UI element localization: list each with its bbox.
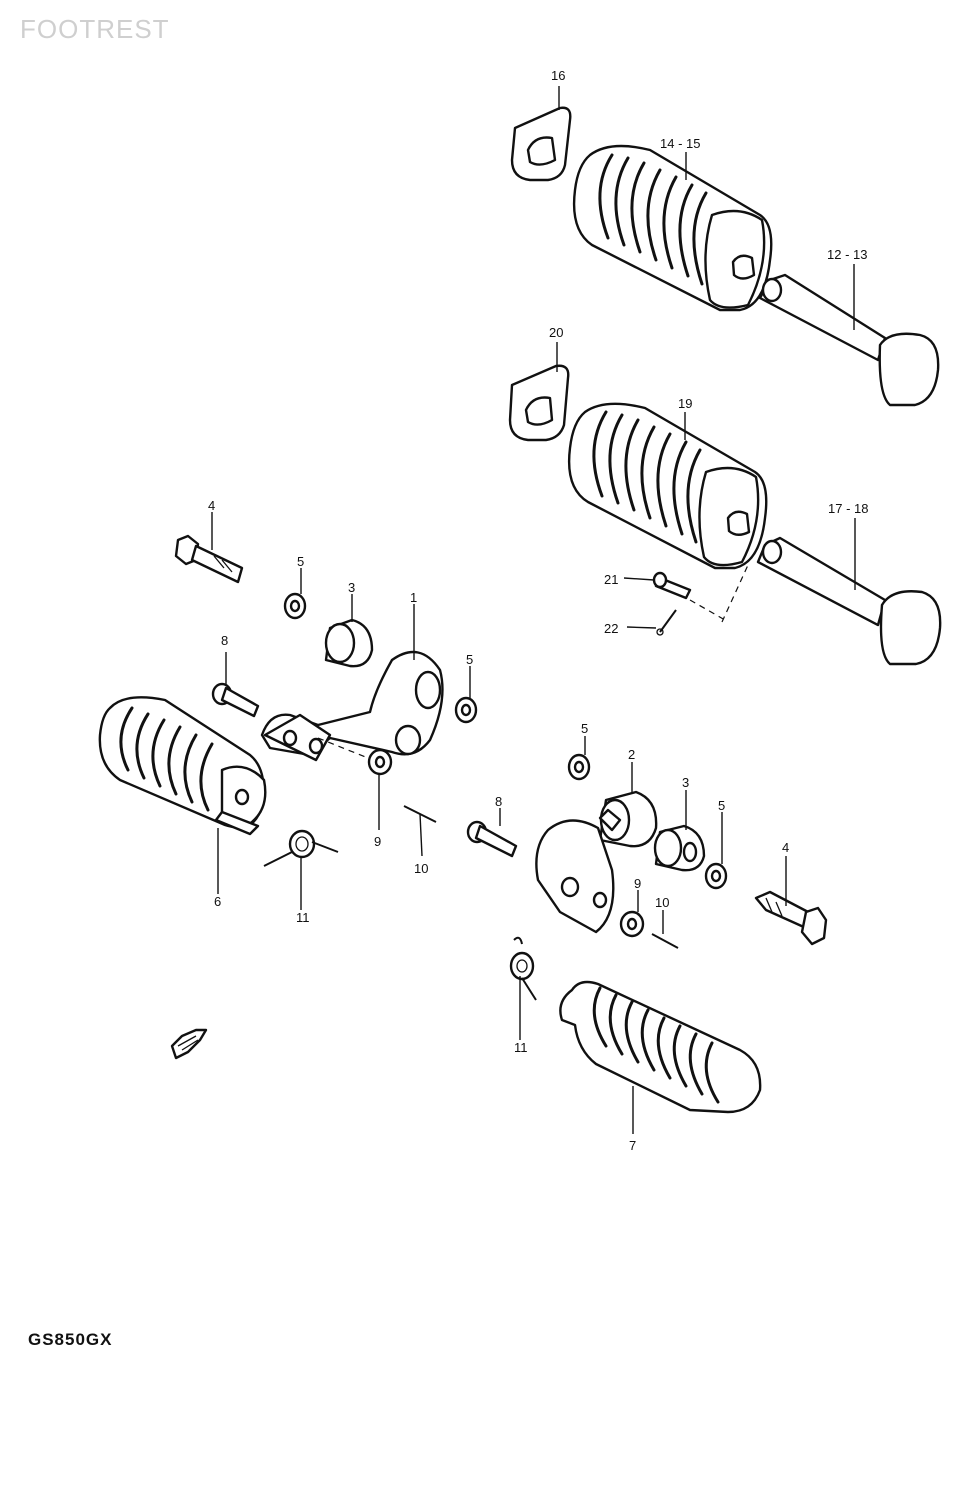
assembly-line-21	[689, 564, 749, 623]
bracket-12-13	[758, 273, 940, 407]
washer-9b	[619, 910, 645, 938]
callout-5c: 5	[581, 721, 588, 736]
callout-17-18: 17 - 18	[828, 501, 868, 516]
bolt-4-right	[754, 890, 828, 946]
watermark-title: FOOTREST	[20, 14, 170, 44]
callout-2: 2	[628, 747, 635, 762]
bolt-4-left	[174, 534, 244, 584]
footrest-7	[559, 980, 762, 1114]
bracket-1	[260, 650, 444, 762]
footrest-6	[98, 696, 267, 836]
callout-5d: 5	[718, 798, 725, 813]
callout-16: 16	[551, 68, 565, 83]
bushing-3a	[324, 618, 374, 668]
callout-3b: 3	[682, 775, 689, 790]
washer-5a	[283, 592, 307, 620]
washer-5b	[454, 696, 478, 724]
callout-14-15: 14 - 15	[660, 136, 700, 151]
model-label: GS850GX	[28, 1330, 113, 1349]
rubber-19	[567, 402, 768, 570]
callout-8-right: 8	[495, 794, 502, 809]
callout-6: 6	[214, 894, 221, 909]
callout-3a: 3	[348, 580, 355, 595]
callout-22: 22	[604, 621, 618, 636]
bushing-3b	[653, 824, 706, 872]
callout-10a: 10	[414, 861, 428, 876]
callout-11b: 11	[514, 1040, 528, 1055]
callout-20: 20	[549, 325, 563, 340]
spring-11a	[263, 829, 339, 867]
spring-11b	[509, 936, 537, 1001]
plate-16	[510, 106, 572, 182]
callout-1: 1	[410, 590, 417, 605]
pin-8-right	[466, 820, 518, 858]
callout-12-13: 12 - 13	[827, 247, 867, 262]
washer-5d	[704, 862, 728, 890]
callouts: 16 14 - 15 12 - 13 20 19 17 - 18 21 22 4…	[208, 68, 868, 1153]
leader-lines	[211, 86, 856, 1134]
callout-9b: 9	[634, 876, 641, 891]
callout-4-left: 4	[208, 498, 215, 513]
washer-9a	[367, 748, 393, 776]
pin-21	[652, 571, 692, 600]
callout-5a: 5	[297, 554, 304, 569]
cotter-10b	[651, 933, 679, 949]
assembly-line-1	[317, 737, 369, 759]
callout-21: 21	[604, 572, 618, 587]
pin-8-left	[211, 682, 260, 718]
callout-5b: 5	[466, 652, 473, 667]
callout-11a: 11	[296, 910, 310, 925]
bracket-2	[535, 790, 658, 934]
washer-5c	[567, 753, 591, 781]
callout-9a: 9	[374, 834, 381, 849]
callout-4-right: 4	[782, 840, 789, 855]
cotter-22	[656, 609, 677, 636]
callout-8-left: 8	[221, 633, 228, 648]
rubber-14-15	[572, 144, 773, 312]
plate-20	[508, 364, 570, 442]
front-arrow-icon	[170, 1028, 208, 1060]
bracket-17-18	[756, 536, 942, 666]
callout-10b: 10	[655, 895, 669, 910]
callout-19: 19	[678, 396, 692, 411]
callout-7: 7	[629, 1138, 636, 1153]
